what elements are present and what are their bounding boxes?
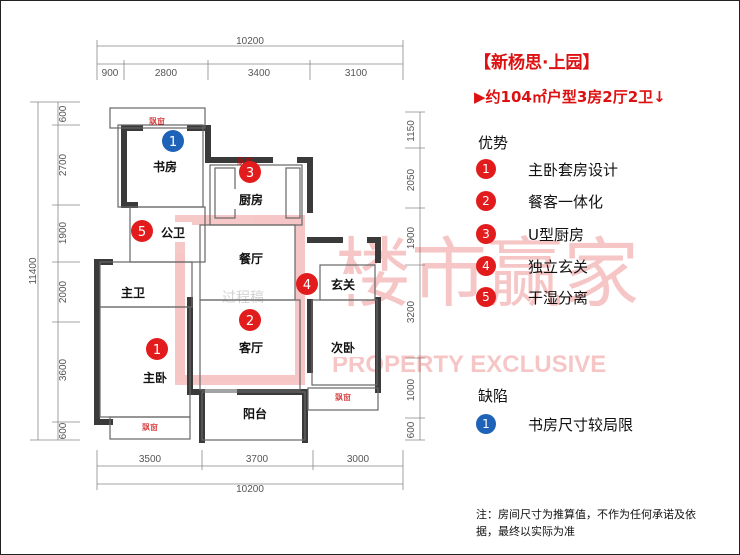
advantage-item: 2 餐客一体化	[476, 189, 603, 213]
plan-markers: 1 3 5 4 2 1	[131, 130, 318, 360]
bottom-dim-1: 3500	[139, 454, 162, 465]
advantage-text: 独立玄关	[528, 258, 589, 276]
marker-public-bath-num: 5	[138, 225, 146, 240]
left-dimension-lines	[30, 101, 80, 441]
marker-living	[239, 309, 261, 331]
marker-living-num: 2	[246, 314, 254, 329]
left-dim-3: 1900	[58, 221, 69, 244]
marker-study	[162, 130, 184, 152]
left-dim-2: 2700	[58, 153, 69, 176]
advantage-badge: 5	[476, 287, 496, 307]
advantage-item: 5 干湿分离	[476, 285, 588, 309]
disclaimer-note: 注：房间尺寸为推算值，不作为任何承诺及依据，最终以实际为准	[476, 508, 696, 538]
watermark-tagline: PROPERTY EXCLUSIVE	[332, 351, 606, 378]
room-balcony: 阳台	[243, 406, 267, 421]
advantage-item: 3 U型厨房	[476, 222, 584, 246]
page-subtitle: ▶约104㎡户型3房2厅2卫↓	[474, 88, 666, 106]
right-dim-4: 3200	[406, 300, 417, 323]
left-total-dim: 11400	[28, 257, 39, 285]
bay-window-study: 飘窗	[149, 116, 165, 126]
right-dim-5: 1000	[406, 378, 417, 401]
left-dim-4: 2000	[58, 280, 69, 303]
top-dim-1: 900	[102, 68, 119, 79]
defect-item: 1 书房尺寸较局限	[476, 412, 633, 436]
marker-kitchen-num: 3	[246, 166, 254, 181]
marker-public-bath	[131, 220, 153, 242]
marker-foyer-num: 4	[303, 278, 311, 293]
right-dim-6: 600	[406, 421, 417, 438]
bottom-dimension-lines	[96, 450, 404, 490]
watermark-draft: 过程稿	[222, 290, 264, 306]
top-dim-4: 3100	[345, 68, 368, 79]
defect-badge: 1	[476, 414, 496, 434]
bay-window-kitchen: 飘窗	[237, 156, 253, 166]
defect-text: 书房尺寸较局限	[528, 416, 634, 434]
top-dimension-lines	[96, 40, 404, 80]
marker-master	[146, 338, 168, 360]
advantage-item: 1 主卧套房设计	[476, 157, 618, 181]
marker-kitchen	[239, 161, 261, 183]
room-living: 客厅	[238, 340, 263, 355]
advantage-badge: 2	[476, 191, 496, 211]
room-second-bedroom: 次卧	[331, 340, 355, 355]
advantage-text: 干湿分离	[528, 289, 589, 307]
advantage-badge: 3	[476, 224, 496, 244]
advantage-text: 主卧套房设计	[528, 161, 619, 179]
marker-master-num: 1	[153, 343, 161, 358]
advantage-text: 餐客一体化	[528, 193, 604, 211]
room-dining: 餐厅	[239, 251, 263, 266]
defects-heading: 缺陷	[478, 387, 509, 405]
advantage-badge: 1	[476, 159, 496, 179]
right-dim-3: 1900	[406, 226, 417, 249]
advantage-badge: 4	[476, 256, 496, 276]
room-foyer: 玄关	[331, 277, 355, 292]
bay-window-second: 飘窗	[335, 392, 351, 402]
room-study: 书房	[153, 159, 177, 174]
bottom-total-dim: 10200	[236, 484, 264, 495]
bottom-dim-3: 3000	[347, 454, 370, 465]
advantage-text: U型厨房	[528, 226, 584, 244]
top-total-dim: 10200	[236, 36, 264, 47]
bay-window-master: 飘窗	[142, 422, 158, 432]
bottom-dim-2: 3700	[246, 454, 269, 465]
room-labels: 书房 厨房 公卫 餐厅 主卫 玄关 客厅 次卧 主卧 阳台	[114, 156, 362, 423]
room-master-bath: 主卫	[121, 285, 145, 300]
left-dim-6: 600	[58, 422, 69, 439]
advantage-item: 4 独立玄关	[476, 254, 588, 278]
top-dim-3: 3400	[248, 68, 271, 79]
right-dim-2: 2050	[406, 168, 417, 191]
room-public-bath: 公卫	[161, 226, 185, 240]
room-master-bedroom: 主卧	[143, 370, 167, 385]
interior-lines	[99, 107, 379, 441]
left-dim-1: 600	[58, 105, 69, 122]
top-dim-2: 2800	[155, 68, 178, 79]
advantages-heading: 优势	[478, 134, 509, 152]
page-title: 【新杨思·上园】	[474, 53, 600, 73]
marker-study-num: 1	[169, 135, 177, 150]
right-dimension-lines	[405, 111, 425, 441]
room-kitchen: 厨房	[239, 192, 263, 207]
left-dim-5: 3600	[58, 358, 69, 381]
right-dim-1: 1150	[406, 120, 417, 142]
marker-foyer	[296, 273, 318, 295]
